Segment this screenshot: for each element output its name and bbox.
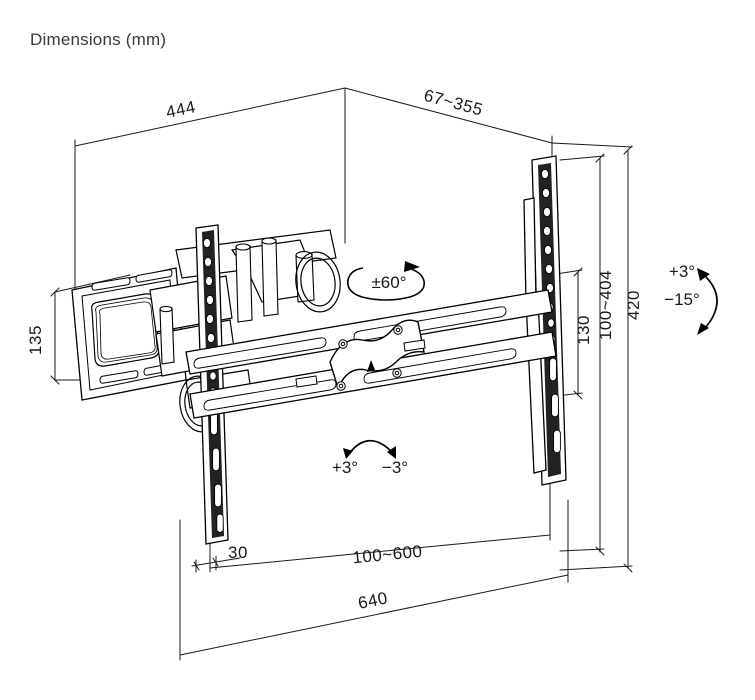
dim-label-420: 420 <box>624 290 643 320</box>
angle-label-tilt-up: +3° <box>669 262 695 281</box>
tilt-arrowhead-left-icon <box>343 448 353 459</box>
side-tilt-arrowhead-down-icon <box>697 323 709 335</box>
orientation-up-marker-icon <box>367 360 375 372</box>
dimension-lines <box>50 87 633 661</box>
dim-label-30: 30 <box>228 543 248 562</box>
vesa-rail-right-holes <box>540 168 561 454</box>
pivot-joints <box>159 237 315 365</box>
cross-member-upper <box>185 289 553 375</box>
angle-label-level-plus: +3° <box>332 458 358 477</box>
dim-label-130: 130 <box>574 315 593 345</box>
tilt-arrowhead-right-icon <box>387 446 396 459</box>
swivel-arrow-icon <box>346 267 426 301</box>
wall-plate-cutout <box>91 293 160 367</box>
side-tilt-arrowhead-up-icon <box>697 268 710 281</box>
dim-label-135: 135 <box>26 325 45 355</box>
dim-label-67-355: 67~355 <box>422 86 485 120</box>
angle-label-level-minus: −3° <box>382 458 408 477</box>
tilt-arc-icon <box>347 439 393 456</box>
swivel-arrowhead-icon <box>404 261 420 272</box>
angle-label-swivel: ±60° <box>371 273 406 292</box>
cross-member-lower <box>189 331 557 419</box>
release-tab-upper <box>403 339 426 352</box>
dim-label-100-404: 100~404 <box>596 270 615 340</box>
dim-label-640: 640 <box>356 588 389 613</box>
center-plate-bolts <box>336 325 403 391</box>
side-tilt-arc-icon <box>705 276 718 328</box>
dim-label-444: 444 <box>164 97 197 122</box>
angle-label-tilt-down: −15° <box>664 290 700 309</box>
center-plate <box>329 319 425 390</box>
page-title: Dimensions (mm) <box>30 30 167 49</box>
release-tab <box>295 375 318 388</box>
dim-label-100-600: 100~600 <box>352 542 424 568</box>
